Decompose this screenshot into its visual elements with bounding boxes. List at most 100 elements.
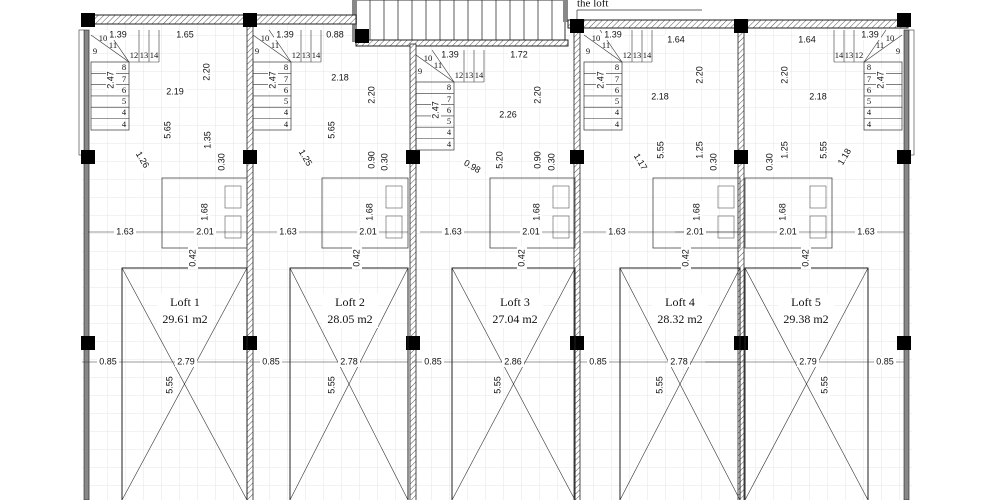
dimension-label: 1.63 — [116, 226, 134, 236]
dimension-label: 2.47 — [875, 71, 885, 89]
party-wall — [246, 21, 254, 500]
stair-step-number: 7 — [867, 74, 871, 84]
stair-step-number: 10 — [99, 33, 108, 43]
dimension-label: 5.65 — [326, 121, 336, 139]
structural-column — [406, 336, 420, 350]
stair-step-number: 4 — [867, 107, 872, 117]
stair-step-number: 9 — [586, 46, 590, 56]
loft-name: Loft 1 — [170, 295, 200, 309]
dimension-label: 2.01 — [359, 226, 377, 236]
structural-column — [570, 150, 584, 164]
structural-column — [81, 150, 95, 164]
stair-step-number: 14 — [475, 70, 484, 80]
dimension-label: 1.63 — [279, 226, 297, 236]
stair-step-number: 9 — [93, 46, 97, 56]
stair-step-number: 4 — [447, 139, 452, 149]
stair-step-number: 13 — [465, 70, 474, 80]
stair-step-number: 8 — [867, 62, 871, 72]
stair-step-number: 6 — [867, 85, 871, 95]
bathroom-block — [744, 177, 833, 249]
dimension-label: 2.20 — [694, 66, 704, 84]
dimension-label: 2.20 — [532, 86, 542, 104]
dimension-label: 2.47 — [595, 71, 605, 89]
stair-step-number: 4 — [284, 119, 289, 129]
dimension-label: 1.25 — [779, 141, 789, 159]
structural-column — [734, 150, 748, 164]
dimension-label: 5.55 — [819, 376, 829, 394]
stair-step-number: 10 — [424, 53, 433, 63]
open-void — [121, 267, 248, 500]
stair-step-number: 7 — [122, 74, 126, 84]
bathroom-block — [321, 177, 409, 249]
bathroom-block — [652, 177, 741, 249]
dimension-label: 5.55 — [164, 376, 174, 394]
dimension-label: 0.30 — [379, 153, 389, 171]
loft-area: 29.38 m2 — [783, 312, 828, 326]
staircase — [415, 49, 485, 151]
loft-area: 27.04 m2 — [492, 312, 537, 326]
dimension-label: 2.20 — [201, 63, 211, 81]
dimension-label: 0.30 — [216, 153, 226, 171]
dimension-label: 2.20 — [779, 66, 789, 84]
dimension-label: 5.55 — [818, 141, 828, 159]
dimension-label: 1.68 — [777, 203, 787, 221]
open-void — [289, 267, 409, 500]
stair-step-number: 4 — [122, 119, 127, 129]
stair-step-number: 4 — [615, 119, 620, 129]
structural-column — [897, 150, 911, 164]
dimension-label: 1.65 — [176, 29, 194, 39]
dimension-label: 0.30 — [708, 153, 718, 171]
dimension-label: 0.88 — [326, 29, 344, 39]
stair-step-number: 4 — [867, 119, 872, 129]
stair-step-number: 10 — [592, 33, 601, 43]
stair-step-number: 12 — [292, 50, 301, 60]
loft-name: Loft 3 — [500, 295, 530, 309]
structural-column — [81, 13, 95, 27]
dimension-label: 0.42 — [187, 249, 197, 267]
stair-step-number: 7 — [447, 94, 451, 104]
dimension-label: 2.19 — [166, 86, 184, 96]
dimension-label: 0.85 — [876, 356, 894, 366]
open-void — [451, 267, 576, 500]
stair-step-number: 5 — [447, 116, 451, 126]
dimension-label: 1.68 — [364, 203, 374, 221]
structural-column — [734, 336, 748, 350]
dimension-label: 0.85 — [99, 356, 117, 366]
stair-step-number: 8 — [122, 62, 126, 72]
note-text: the loft — [577, 0, 608, 10]
stair-step-number: 4 — [284, 107, 289, 117]
dimension-label: 1.68 — [691, 203, 701, 221]
stair-step-number: 13 — [140, 50, 149, 60]
stair-step-number: 13 — [633, 50, 642, 60]
loft-name: Loft 4 — [665, 295, 695, 309]
dimension-label: 5.55 — [326, 376, 336, 394]
stair-step-number: 6 — [447, 105, 451, 115]
dimension-label: 1.72 — [510, 49, 528, 59]
dimension-label: 2.18 — [651, 91, 669, 101]
stair-step-number: 11 — [434, 60, 442, 70]
dimension-label: 2.01 — [196, 226, 214, 236]
dimension-label: 1.39 — [441, 49, 459, 59]
dimension-label: 2.47 — [267, 71, 277, 89]
stair-step-number: 8 — [447, 82, 451, 92]
stair-step-number: 6 — [615, 85, 619, 95]
dimension-label: 1.63 — [444, 226, 462, 236]
stair-step-number: 11 — [602, 40, 610, 50]
loft-area: 28.32 m2 — [657, 312, 702, 326]
dimension-label: 0.90 — [532, 151, 542, 169]
structural-column — [355, 29, 369, 43]
dimension-label: 2.01 — [522, 226, 540, 236]
dimension-label: 2.79 — [799, 356, 817, 366]
structural-column — [243, 13, 257, 27]
dimension-label: 2.01 — [686, 226, 704, 236]
dimension-label: 0.42 — [516, 249, 526, 267]
dimension-label: 2.86 — [504, 356, 522, 366]
dimension-label: 2.20 — [366, 86, 376, 104]
stair-step-number: 4 — [122, 107, 127, 117]
bathroom-block — [489, 177, 576, 249]
stair-step-number: 5 — [122, 96, 126, 106]
dimension-label: 2.18 — [809, 91, 827, 101]
dimension-label: 1.39 — [109, 29, 127, 39]
